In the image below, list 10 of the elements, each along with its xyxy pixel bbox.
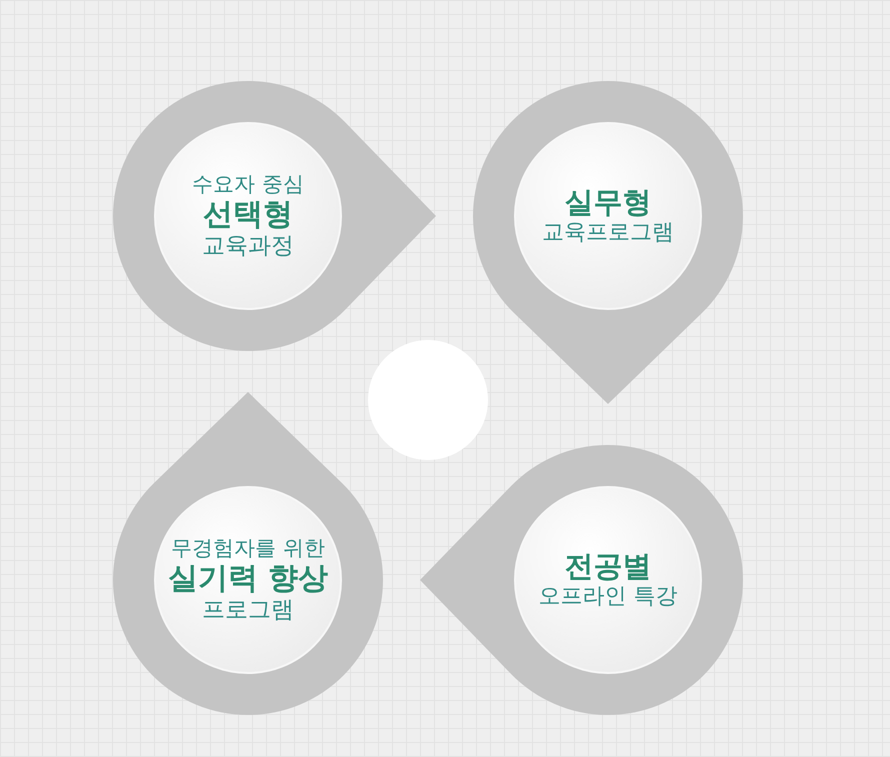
title-text: 실무형	[564, 185, 652, 220]
subtitle-text: 프로그램	[202, 596, 294, 624]
subtitle-text: 무경험자를 위한	[171, 536, 325, 561]
title-text: 선택형	[203, 196, 293, 233]
subtitle-text: 오프라인 특강	[538, 584, 678, 611]
title-text: 실기력 향상	[168, 560, 328, 597]
title-text: 전공별	[564, 549, 652, 584]
subtitle-text: 수요자 중심	[192, 172, 304, 197]
subtitle-text: 교육과정	[202, 232, 294, 260]
subtitle-text: 교육프로그램	[542, 220, 674, 247]
